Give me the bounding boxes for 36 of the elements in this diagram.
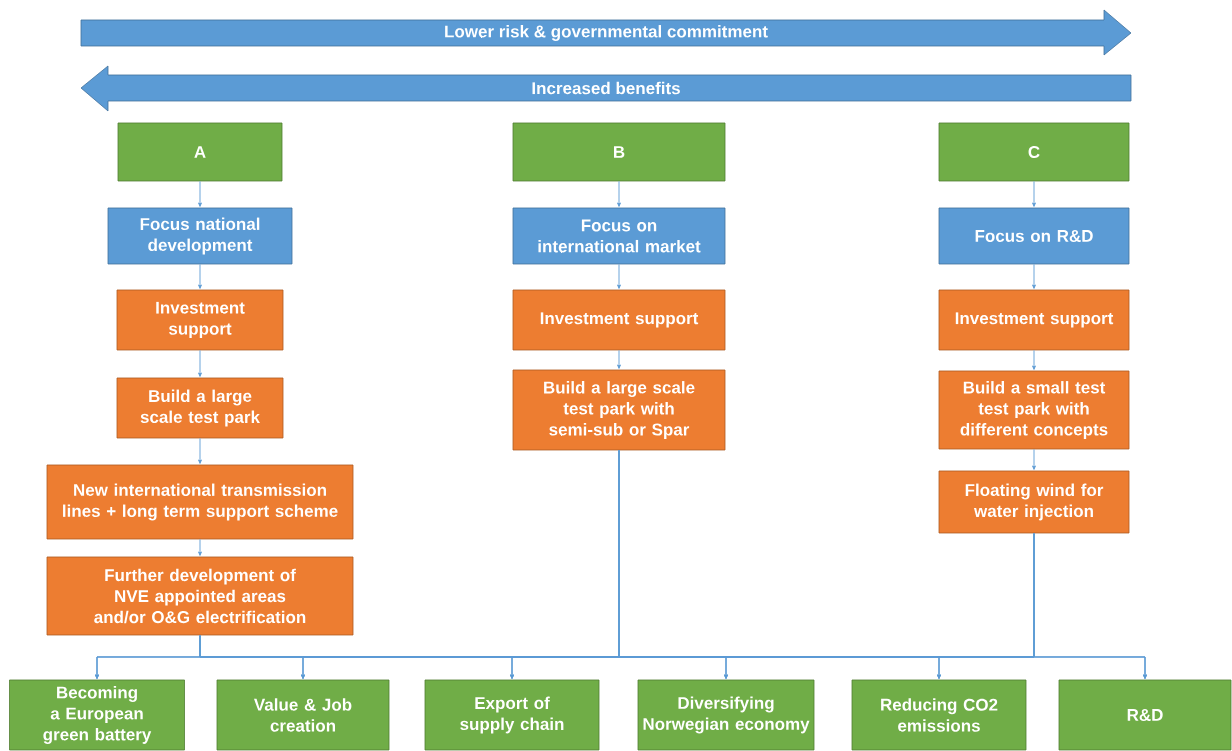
step-box: Build a small test test park with different concepts — [938, 370, 1130, 450]
arrow — [198, 349, 202, 377]
arrow — [1032, 448, 1036, 470]
block-arrow-banner: Lower risk & governmental commitment — [80, 9, 1132, 56]
arrow — [617, 263, 621, 289]
arrow — [1032, 263, 1036, 289]
option-box: A — [117, 122, 283, 182]
step-box: Floating wind for water injection — [938, 470, 1130, 534]
step-box: Further development of NVE appointed areas and/or O&G electrification — [46, 556, 354, 636]
step-box: New international transmission lines + long term support scheme — [46, 464, 354, 540]
arrow — [1032, 180, 1036, 207]
arrow — [198, 437, 202, 464]
option-box: Export of supply chain — [424, 679, 600, 751]
step-box: Build a large scale test park — [116, 377, 284, 439]
arrow — [1033, 532, 1147, 679]
option-box: Becoming a European green battery — [9, 679, 185, 751]
option-box: C — [938, 122, 1130, 182]
focus-box: Focus on international market — [512, 207, 726, 265]
option-box: Reducing CO2 emissions — [851, 679, 1027, 751]
option-box: Value & Job creation — [216, 679, 390, 751]
step-box: Investment support — [938, 289, 1130, 351]
step-box: Build a large scale test park with semi-sub or Spar — [512, 369, 726, 451]
focus-box: Focus on R&D — [938, 207, 1130, 265]
arrow — [617, 349, 621, 369]
arrow — [198, 538, 202, 556]
block-arrow-banner: Increased benefits — [80, 65, 1132, 112]
option-box: Diversifying Norwegian economy — [637, 679, 815, 751]
focus-box: Focus national development — [107, 207, 293, 265]
option-box: B — [512, 122, 726, 182]
arrow — [198, 180, 202, 207]
step-box: Investment support — [512, 289, 726, 351]
arrow — [198, 263, 202, 289]
option-box: R&D — [1058, 679, 1232, 751]
arrow — [1032, 349, 1036, 370]
arrow — [617, 180, 621, 207]
step-box: Investment support — [116, 289, 284, 351]
